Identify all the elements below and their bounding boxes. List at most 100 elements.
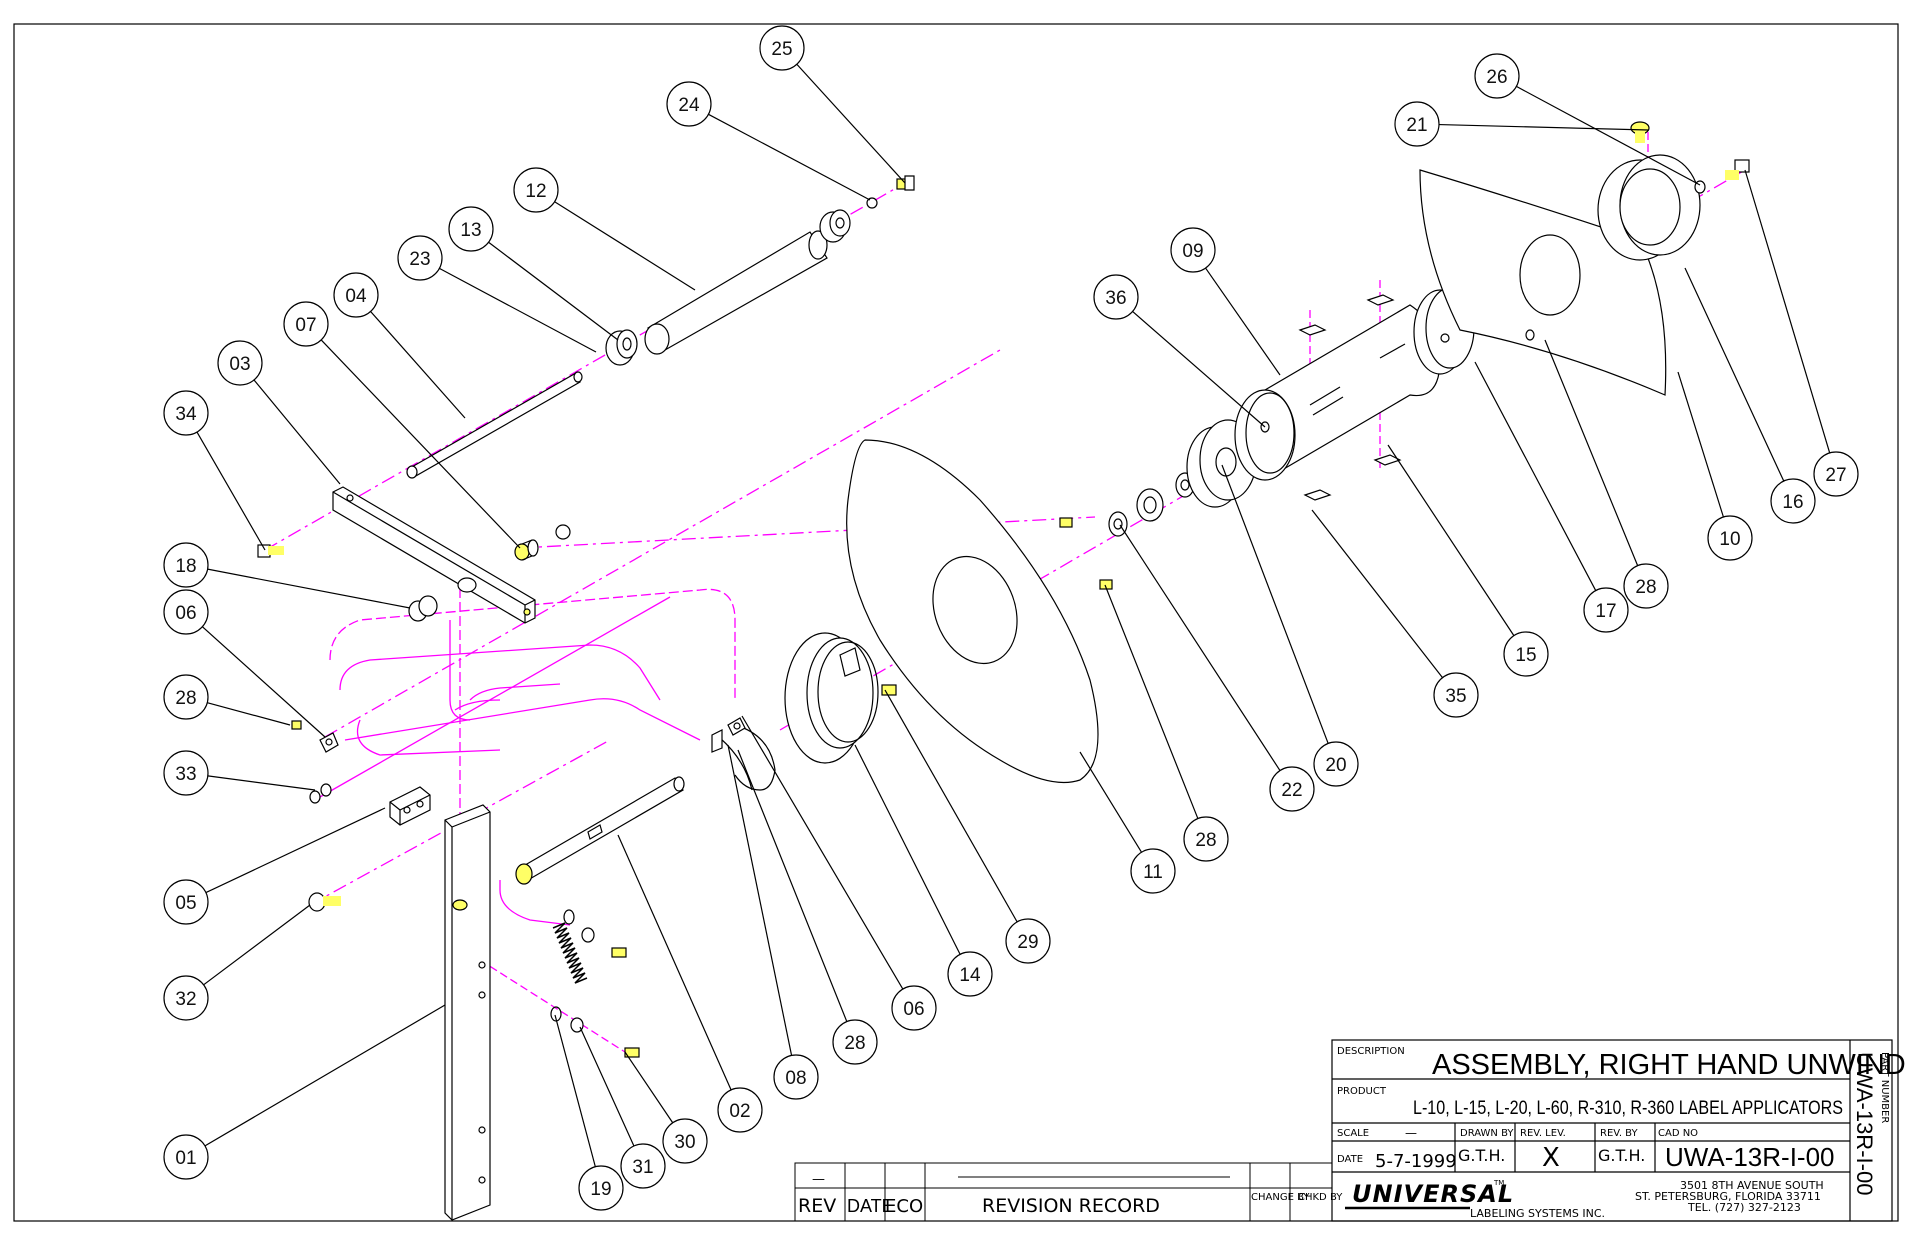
rev-lev-label: REV. LEV. xyxy=(1520,1128,1566,1139)
balloon-34: 34 xyxy=(163,390,266,551)
balloon-circle xyxy=(163,1134,209,1180)
balloon-label: 01 xyxy=(175,1148,196,1169)
balloon-20: 20 xyxy=(1221,464,1359,787)
balloon-circle xyxy=(1474,53,1520,99)
balloon-label: 10 xyxy=(1719,529,1740,550)
balloon-circle xyxy=(1005,918,1051,964)
part-30-bolts xyxy=(611,947,640,1058)
part-07-spacer xyxy=(514,539,539,561)
balloon-label: 32 xyxy=(175,989,196,1010)
part-06-plate xyxy=(319,732,339,753)
leader-line xyxy=(741,715,904,990)
balloon-35: 35 xyxy=(1311,509,1479,718)
balloon-24: 24 xyxy=(666,81,871,201)
balloon-circle xyxy=(620,1143,666,1189)
product-label: PRODUCT xyxy=(1337,1086,1387,1097)
leader-line xyxy=(488,241,619,341)
balloon-circle xyxy=(163,674,209,720)
leader-line xyxy=(196,431,266,551)
part-16-collar xyxy=(1597,154,1701,261)
balloon-label: 11 xyxy=(1143,862,1163,883)
balloon-label: 33 xyxy=(175,764,196,785)
leader-line xyxy=(708,113,871,201)
balloon-circle xyxy=(283,301,329,347)
part-11-disc xyxy=(846,439,1099,784)
balloon-28: 28 xyxy=(1544,339,1669,609)
balloon-label: 19 xyxy=(590,1179,611,1200)
leader-line xyxy=(1438,123,1649,131)
leader-line xyxy=(439,267,597,353)
balloon-08: 08 xyxy=(727,744,819,1100)
balloon-label: 06 xyxy=(175,603,196,624)
balloon-label: 34 xyxy=(175,404,197,425)
balloon-circle xyxy=(1170,227,1216,273)
address-line-2: ST. PETERSBURG, FLORIDA 33711 xyxy=(1635,1190,1821,1203)
balloon-label: 31 xyxy=(632,1157,653,1178)
part-13-collar xyxy=(605,329,638,366)
leader-line xyxy=(1205,267,1281,376)
leader-line xyxy=(205,807,386,894)
balloon-04: 04 xyxy=(333,272,466,419)
leader-line xyxy=(727,744,793,1056)
rev-by-label: REV. BY xyxy=(1600,1128,1638,1139)
revision-record-header: REVISION RECORD xyxy=(982,1195,1160,1217)
leader-line xyxy=(1744,169,1831,454)
eco-header: ECO xyxy=(885,1196,923,1217)
balloon-14: 14 xyxy=(854,744,993,997)
balloon-label: 28 xyxy=(844,1033,865,1054)
balloon-label: 02 xyxy=(729,1101,750,1122)
leader-line xyxy=(203,904,311,986)
part-number-value: UWA-13R-I-00 xyxy=(1852,1052,1877,1195)
balloon-22: 22 xyxy=(1119,524,1315,812)
balloon-circle xyxy=(891,985,937,1031)
leader-line xyxy=(796,63,906,184)
balloon-circle xyxy=(1394,101,1440,147)
part-14-ring xyxy=(784,632,879,764)
balloon-label: 21 xyxy=(1406,115,1427,136)
balloon-circle xyxy=(1433,672,1479,718)
balloon-circle xyxy=(1623,563,1669,609)
rev-by-value: G.T.H. xyxy=(1598,1146,1645,1165)
leader-line xyxy=(579,1026,635,1147)
balloon-circle xyxy=(1269,766,1315,812)
change-by-header: CHANGE BY xyxy=(1251,1192,1310,1203)
leader-line xyxy=(1311,509,1443,679)
leader-line xyxy=(207,702,291,726)
balloon-circle xyxy=(163,542,209,588)
balloon-circle xyxy=(513,167,559,213)
balloon-circle xyxy=(163,975,209,1021)
balloon-circle xyxy=(1183,816,1229,862)
balloon-label: 15 xyxy=(1515,645,1536,666)
balloon-36: 36 xyxy=(1093,274,1266,428)
balloon-11: 11 xyxy=(1079,751,1176,894)
balloon-label: 13 xyxy=(460,220,481,241)
title-block-frame xyxy=(1331,1039,1893,1222)
balloon-circle xyxy=(217,340,263,386)
leader-line xyxy=(854,744,961,955)
balloon-label: 18 xyxy=(175,556,196,577)
balloon-label: 06 xyxy=(903,999,924,1020)
company-logo-tm: TM xyxy=(1493,1179,1504,1187)
balloon-15: 15 xyxy=(1387,444,1549,677)
balloon-circle xyxy=(163,589,209,635)
part-12-tube xyxy=(644,230,828,355)
balloon-28: 28 xyxy=(1104,584,1229,862)
balloon-circle xyxy=(163,390,209,436)
balloon-27: 27 xyxy=(1744,169,1859,497)
description-value: ASSEMBLY, RIGHT HAND UNWIND xyxy=(1432,1049,1906,1081)
date-header: DATE xyxy=(847,1196,894,1216)
balloon-06: 06 xyxy=(163,589,326,738)
leader-line xyxy=(1544,339,1639,566)
balloon-10: 10 xyxy=(1677,371,1753,561)
balloon-circle xyxy=(1093,274,1139,320)
description-label: DESCRIPTION xyxy=(1337,1046,1405,1057)
balloon-19: 19 xyxy=(554,1014,624,1211)
balloon-label: 12 xyxy=(525,181,546,202)
balloon-28: 28 xyxy=(163,674,291,726)
part-25-bolt xyxy=(896,175,915,191)
balloon-label: 28 xyxy=(175,688,196,709)
chkd-by-header: CHKD BY xyxy=(1298,1192,1343,1203)
part-08-clamp xyxy=(711,717,776,791)
parts xyxy=(257,121,1750,1221)
